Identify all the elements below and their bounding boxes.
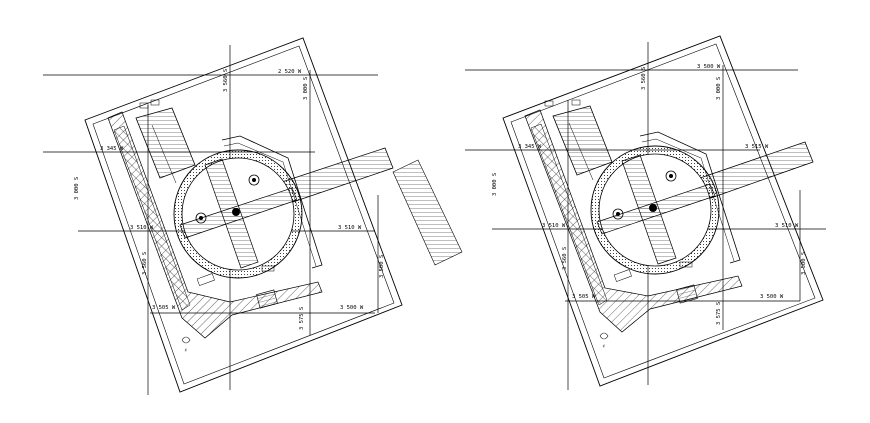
dim-mid-right: 3 510 W <box>338 225 362 231</box>
dim-v-top2: 3 000 S <box>303 77 309 100</box>
dim-bottom-right: 3 500 W <box>340 305 364 311</box>
dim-v-bottom: 3 575 S <box>716 302 722 325</box>
dim-top: 3 500 W <box>697 64 721 70</box>
dim-lower-left: 3 510 W <box>130 225 154 231</box>
upper-ramp <box>135 107 196 179</box>
dim-v-lower: 3 560 S <box>562 247 568 270</box>
dim-mid-right: 3 515 W <box>745 144 769 150</box>
plan-left: ♯ 2 520 W 3 345 W 3 510 W 3 510 W 3 500 … <box>43 37 463 395</box>
svg-text:♯: ♯ <box>602 344 605 350</box>
plan-right: ♯ 3 500 W 3 345 W 3 515 W 3 510 W 3 510 … <box>465 35 826 390</box>
dim-bottom-right: 3 500 W <box>760 294 784 300</box>
dim-top: 2 520 W <box>278 69 302 75</box>
dim-bottom-left: 3 505 W <box>572 294 596 300</box>
plank-stack <box>392 159 463 266</box>
dim-v-lower: 3 560 S <box>142 252 148 275</box>
site-boundary <box>84 37 403 393</box>
dim-v-bottom: 3 575 S <box>299 307 305 330</box>
dim-v-right: 3 500 S <box>379 255 385 278</box>
dim-v-top: 3 560 S <box>641 67 647 90</box>
dim-left: 3 345 W <box>518 144 542 150</box>
site-boundary <box>502 35 824 387</box>
dim-bottom-left: 3 505 W <box>152 305 176 311</box>
right-walkway <box>699 141 814 200</box>
cross-bridge-vertical <box>204 158 259 269</box>
cross-bridge-vertical <box>621 154 677 265</box>
dim-v-right: 3 500 S <box>801 252 807 275</box>
dim-far-right: 3 510 W <box>775 223 799 229</box>
dim-v-top2: 3 000 S <box>716 77 722 100</box>
upper-ramp <box>552 105 613 176</box>
dim-v-left: 3 000 S <box>74 177 80 200</box>
dim-v-left: 3 000 S <box>492 173 498 196</box>
dim-lower-left: 3 510 W <box>542 223 566 229</box>
dim-v-top: 3 560 S <box>223 69 229 92</box>
svg-text:♯: ♯ <box>184 348 187 354</box>
dim-left: 3 345 W <box>100 146 124 152</box>
